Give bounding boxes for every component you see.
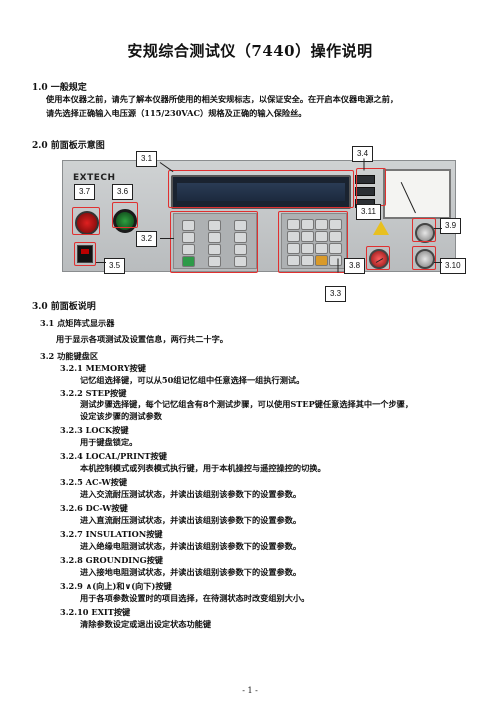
highlight-test-button xyxy=(112,202,138,228)
numeric-keypad xyxy=(281,213,347,269)
callout-3-4: 3.4 xyxy=(352,146,374,162)
item-exit-heading: 3.2.10 EXIT按键 xyxy=(60,607,131,617)
callout-line-3-2 xyxy=(160,238,174,239)
section-2-heading: 2.0 前面板示意图 xyxy=(32,141,105,151)
callout-3-9: 3.9 xyxy=(440,218,462,234)
callout-3-3: 3.3 xyxy=(325,286,347,302)
power-switch xyxy=(77,245,93,263)
item-local-print-heading: 3.2.4 LOCAL/PRINT按键 xyxy=(60,451,167,461)
item-memory-heading: 3.2.1 MEMORY按键 xyxy=(60,363,146,373)
page-title: 安规综合测试仪（7440）操作说明 xyxy=(127,42,373,60)
item-grounding-body: 进入接地电阻测试状态，并读出该组别该参数下的设置参数。 xyxy=(80,567,302,577)
highlight-hv-terminal xyxy=(366,246,390,270)
item-dc-w-heading: 3.2.6 DC-W按键 xyxy=(60,503,128,513)
item-exit-body: 清除参数设定或退出设定状态功能键 xyxy=(80,619,212,629)
callout-line-3-10 xyxy=(434,262,442,263)
callout-3-11: 3.11 xyxy=(356,204,381,220)
callout-line-3-5 xyxy=(96,262,106,263)
item-memory-body: 记忆组选择键，可以从50组记忆组中任意选择一组执行测试。 xyxy=(80,375,305,385)
test-button xyxy=(113,209,137,233)
item-step-body-1: 测试步骤选择键，每个记忆组含有8个测试步骤，可以使用STEP键任意选择其中一个步… xyxy=(80,399,414,409)
item-up-down-body: 用于各项参数设置时的项目选择，在待测状态时改变组别大小。 xyxy=(80,593,310,603)
item-up-down-heading: 3.2.9 ∧(向上)和∨(向下)按键 xyxy=(60,581,172,591)
callout-line-3-3 xyxy=(337,258,339,273)
highlight-function-keys xyxy=(170,211,258,273)
callout-3-1: 3.1 xyxy=(136,151,158,167)
callout-3-10: 3.10 xyxy=(440,258,466,274)
callout-line-3-9 xyxy=(434,228,442,229)
callout-3-7: 3.7 xyxy=(74,184,96,200)
item-lock-body: 用于键盘锁定。 xyxy=(80,437,138,447)
brand-logo: EXTECH xyxy=(73,173,116,183)
callout-3-6: 3.6 xyxy=(112,184,134,200)
callout-3-2: 3.2 xyxy=(136,231,158,247)
item-insulation-heading: 3.2.7 INSULATION按键 xyxy=(60,529,163,539)
highlight-power-switch xyxy=(74,242,96,266)
section-1-line-1: 使用本仪器之前，请先了解本仪器所使用的相关安规标志，以保证安全。在开启本仪器电源… xyxy=(46,94,399,104)
highlight-current-terminal xyxy=(412,218,436,242)
item-ac-w-heading: 3.2.5 AC-W按键 xyxy=(60,477,128,487)
lcd-display xyxy=(171,175,351,209)
subsection-3-1-heading: 3.1 点矩阵式显示器 xyxy=(40,318,115,328)
function-keypad xyxy=(173,213,257,269)
current-terminal xyxy=(415,223,435,243)
item-step-heading: 3.2.2 STEP按键 xyxy=(60,388,127,398)
callout-3-8: 3.8 xyxy=(344,258,366,274)
highlight-reset-button xyxy=(72,207,100,235)
item-insulation-body: 进入绝缘电阻测试状态，并读出该组别该参数下的设置参数。 xyxy=(80,541,302,551)
return-terminal xyxy=(415,249,435,269)
item-ac-w-body: 进入交流耐压测试状态，并读出该组别该参数下的设置参数。 xyxy=(80,489,302,499)
item-local-print-body: 本机控制模式或列表模式执行键，用于本机操控与遥控操控的切换。 xyxy=(80,463,326,473)
highlight-numeric-keys xyxy=(278,211,348,273)
item-grounding-heading: 3.2.8 GROUNDING按键 xyxy=(60,555,163,565)
item-step-body-2: 设定该步骤的测试参数 xyxy=(80,411,162,421)
section-1-heading: 1.0 一般规定 xyxy=(32,83,87,93)
page-number: - 1 - xyxy=(242,686,258,695)
highlight-display xyxy=(168,170,354,208)
subsection-3-1-body: 用于显示各项测试及设置信息，两行共二十字。 xyxy=(56,334,228,344)
highlight-indicators xyxy=(356,168,386,206)
section-1-line-2: 请先选择正确输入电压源（115/230VAC）规格及正确的输入保险丝。 xyxy=(46,108,307,118)
analog-meter xyxy=(383,169,451,219)
item-dc-w-body: 进入直流耐压测试状态，并读出该组别该参数下的设置参数。 xyxy=(80,515,302,525)
callout-line-3-4 xyxy=(363,158,365,171)
front-panel-image: EXTECH xyxy=(62,160,456,272)
highlight-return-terminal xyxy=(412,246,436,270)
warning-symbol xyxy=(373,221,389,235)
callout-3-5: 3.5 xyxy=(104,258,126,274)
section-3-heading: 3.0 前面板说明 xyxy=(32,302,96,312)
subsection-3-2-heading: 3.2 功能键盘区 xyxy=(40,351,99,361)
item-lock-heading: 3.2.3 LOCK按键 xyxy=(60,425,129,435)
